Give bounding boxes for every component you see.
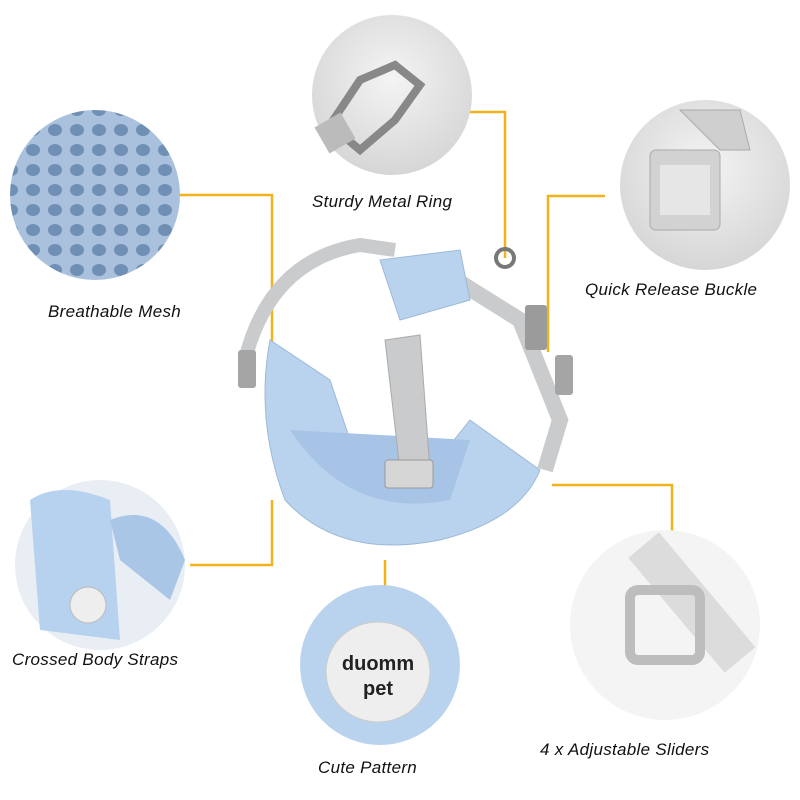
feature-label-buckle: Quick Release Buckle <box>585 280 758 299</box>
straps-callout-line <box>190 500 274 567</box>
metal-ring-closeup-image <box>312 15 472 175</box>
feature-label-straps: Crossed Body Straps <box>12 650 179 669</box>
feature-label-mesh: Breathable Mesh <box>48 302 182 321</box>
sliders-closeup-image <box>570 530 760 720</box>
svg-text:duomm: duomm <box>342 653 414 675</box>
svg-text:pet: pet <box>363 678 393 700</box>
ring-callout-line <box>458 110 507 258</box>
straps-closeup-image <box>15 480 185 650</box>
pattern-closeup-image: duomm pet <box>300 585 460 745</box>
callout-lines <box>130 110 674 605</box>
feature-label-ring: Sturdy Metal Ring <box>312 192 453 211</box>
buckle-callout-line <box>546 194 605 352</box>
feature-label-sliders: 4 x Adjustable Sliders <box>540 740 710 759</box>
buckle-closeup-image <box>620 100 790 270</box>
feature-label-pattern: Cute Pattern <box>318 758 418 777</box>
mesh-closeup-image <box>10 110 180 280</box>
harness-image <box>238 237 573 546</box>
sliders-callout-line <box>552 483 674 532</box>
